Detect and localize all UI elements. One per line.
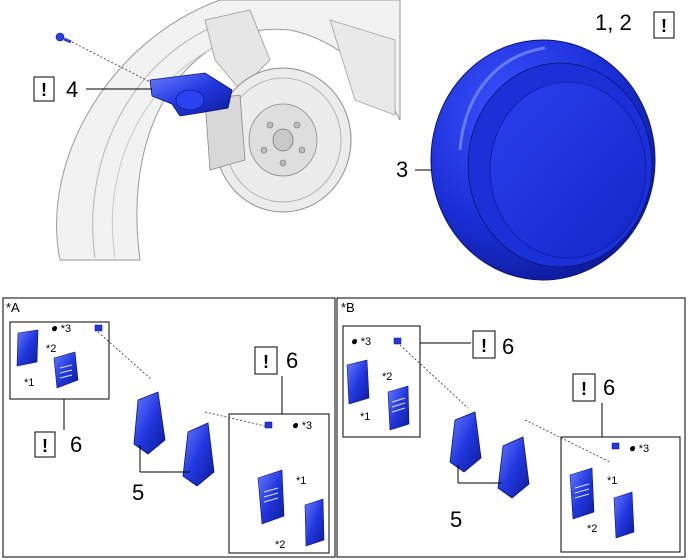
panel-b: *B ● *3 *2 *1 ! 6 5	[336, 297, 686, 558]
clip-icon	[393, 337, 402, 345]
caution-icon	[472, 330, 496, 359]
panel-a-inner-dot-label: ● *3	[51, 323, 71, 335]
callout-3: 3	[396, 157, 432, 182]
clip-icon	[264, 421, 273, 429]
panel-b-inner-label-2: *2	[382, 371, 392, 383]
panel-a-right-dot-label: ● *3	[292, 420, 312, 432]
caution-icon	[653, 11, 675, 39]
pad-shim-icon	[569, 467, 635, 539]
callout-6-b-right: 6	[603, 375, 615, 400]
panel-a-right-label-2: *2	[275, 539, 285, 551]
callout-1-2-label: 1, 2	[595, 10, 632, 35]
callout-5-b: 5	[450, 507, 462, 532]
brake-pad-icon	[133, 391, 215, 487]
panel-a: *A ● *3 *2 *1 ! 6 5	[2, 297, 336, 558]
clip-icon	[611, 442, 620, 450]
callout-4: ! 4	[33, 76, 152, 102]
caution-icon	[254, 346, 278, 375]
panel-a-right-label-1: *1	[296, 475, 306, 487]
caution-icon	[34, 431, 56, 458]
panel-a-inner-label-2: *2	[46, 343, 56, 355]
panel-b-right-label-1: *1	[607, 475, 617, 487]
tire-part-icon	[430, 39, 656, 281]
callout-6-a-right: 6	[286, 348, 298, 373]
bolt-icon	[55, 32, 72, 44]
callout-3-label: 3	[396, 157, 408, 182]
panel-a-inner-label-1: *1	[24, 377, 34, 389]
pad-shim-icon	[16, 329, 79, 389]
panel-a-label: *A	[6, 300, 20, 315]
caution-mark: !	[263, 352, 269, 372]
caution-mark: !	[41, 80, 47, 100]
callout-5-a: 5	[132, 480, 144, 505]
panel-b-right-dot-label: ● *3	[629, 443, 649, 455]
caution-icon	[572, 373, 596, 402]
panel-b-inner-label-1: *1	[360, 411, 370, 423]
caution-mark: !	[581, 379, 587, 399]
caution-icon	[33, 76, 55, 102]
brake-pad-icon	[449, 411, 530, 499]
pad-shim-icon	[346, 359, 410, 431]
caliper-part-icon	[149, 72, 233, 117]
callout-6-b-left: 6	[502, 334, 514, 359]
caution-mark: !	[661, 16, 667, 36]
callout-4-label: 4	[66, 77, 78, 102]
panel-b-inner-dot-label: ● *3	[351, 336, 371, 348]
pad-shim-icon	[257, 469, 325, 547]
caution-mark: !	[481, 336, 487, 356]
callout-6-a-left: 6	[70, 432, 82, 457]
clip-icon	[94, 324, 103, 332]
panel-b-right-label-2: *2	[587, 523, 597, 535]
wheel-hub-illustration	[55, 0, 401, 261]
callout-1-2: 1, 2 !	[595, 10, 675, 39]
panel-b-label: *B	[341, 300, 355, 315]
caution-mark: !	[42, 436, 48, 456]
